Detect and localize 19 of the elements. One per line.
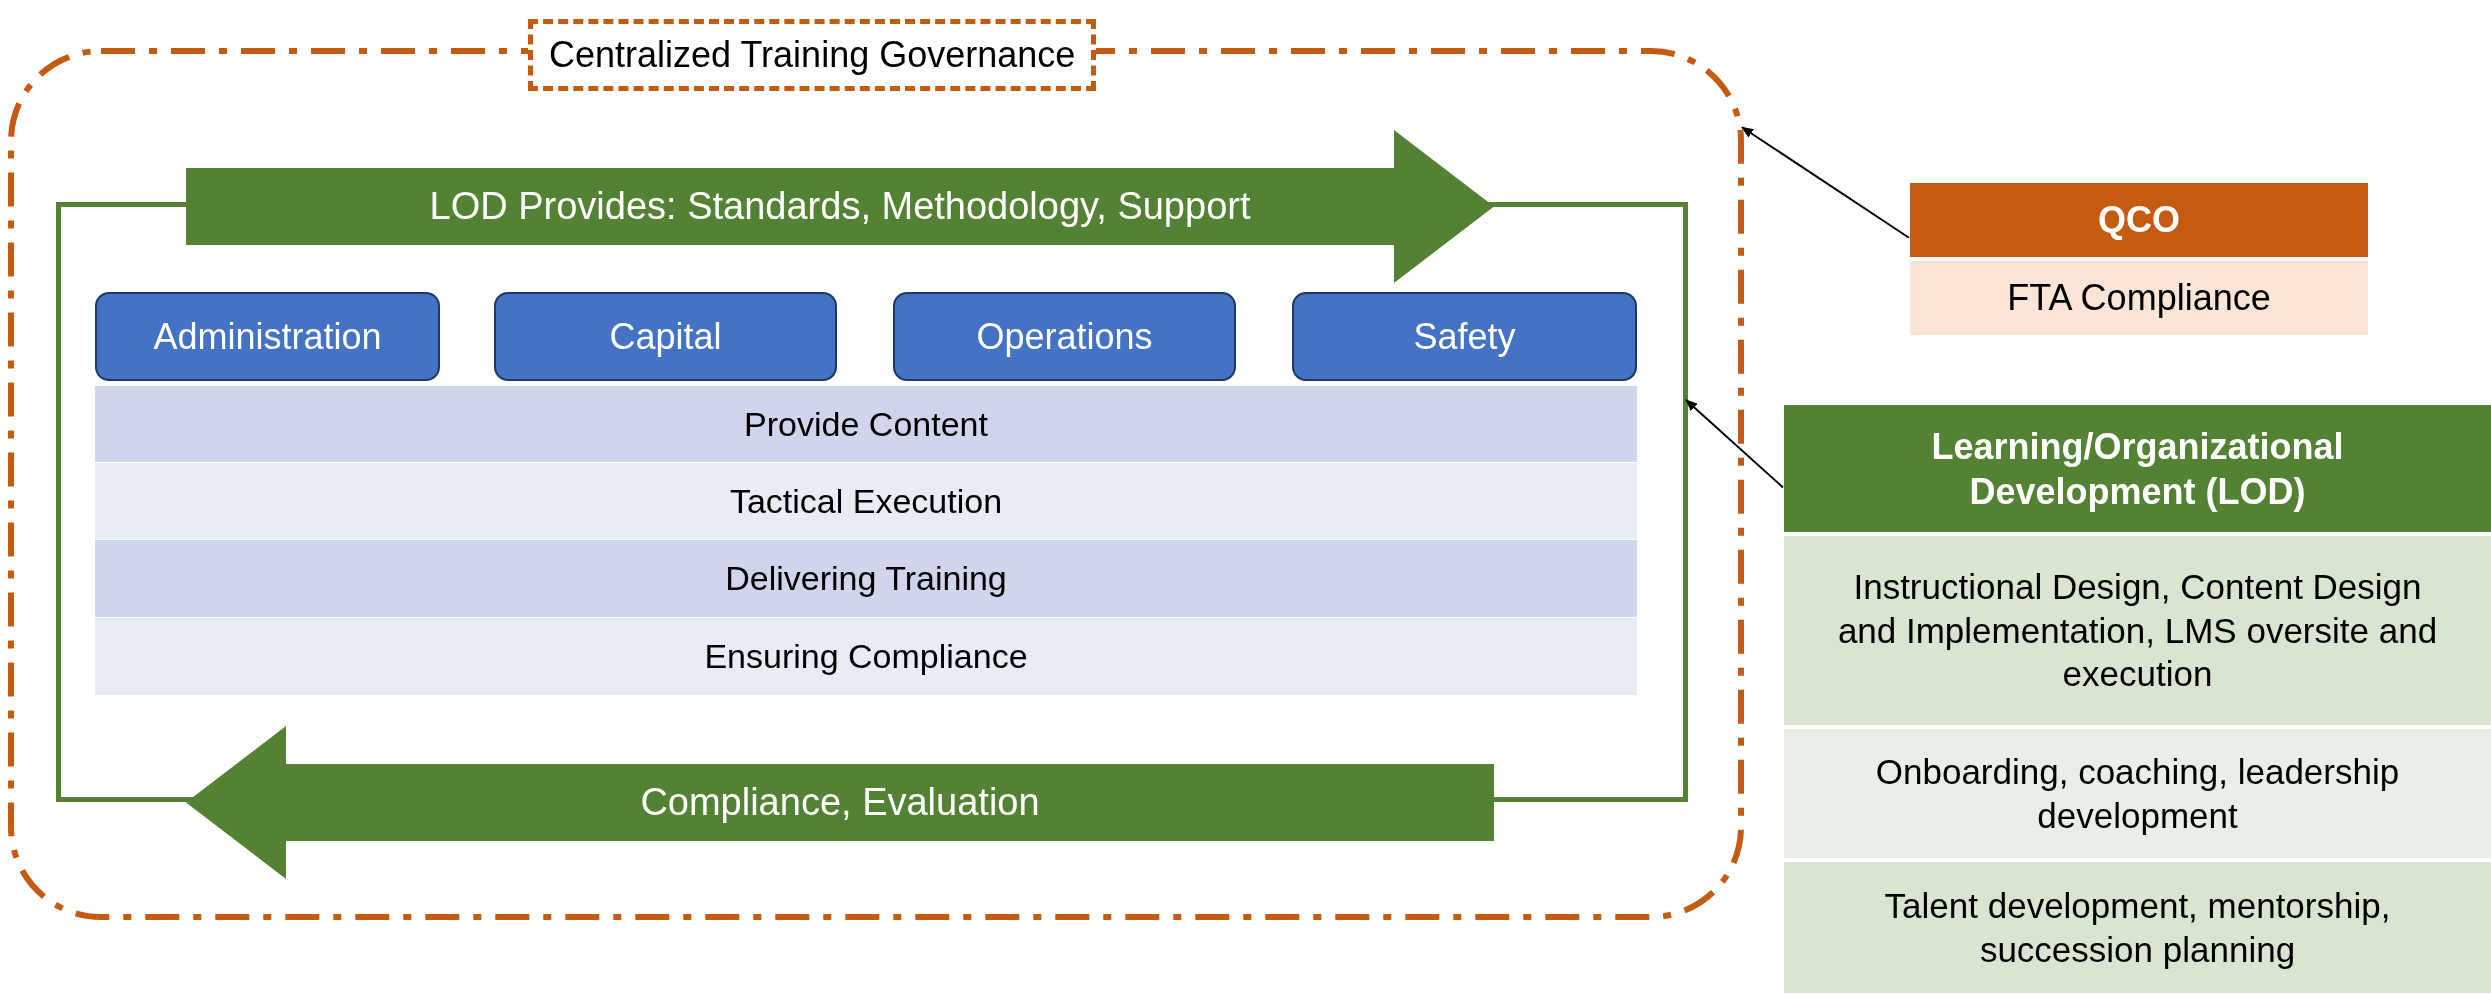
pointer-arrow [1741,126,1910,239]
header-cell: Learning/Organizational Development (LOD) [1784,405,2491,532]
body-cell: Onboarding, coaching, leadership development [1784,729,2491,858]
table-row: Tactical Execution [95,463,1637,539]
table-row: Provide Content [95,386,1637,462]
body-cell: Instructional Design, Content Design and Implementation, LMS oversite and execution [1784,536,2491,725]
department-box: Operations [893,292,1236,381]
arrow-label: LOD Provides: Standards, Methodology, Support [429,184,1251,229]
arrow-label: Compliance, Evaluation [640,780,1040,825]
body-cell: Talent development, mentorship, succession planning [1784,862,2491,993]
department-box: Administration [95,292,440,381]
table-row: Delivering Training [95,540,1637,617]
pointer-arrow [1685,399,1784,489]
body-cell: FTA Compliance [1910,261,2368,335]
table-row: Ensuring Compliance [95,618,1637,695]
group-title: Centralized Training Governance [528,19,1097,91]
department-box: Capital [494,292,837,381]
header-cell: QCO [1910,183,2368,257]
department-box: Safety [1292,292,1637,381]
